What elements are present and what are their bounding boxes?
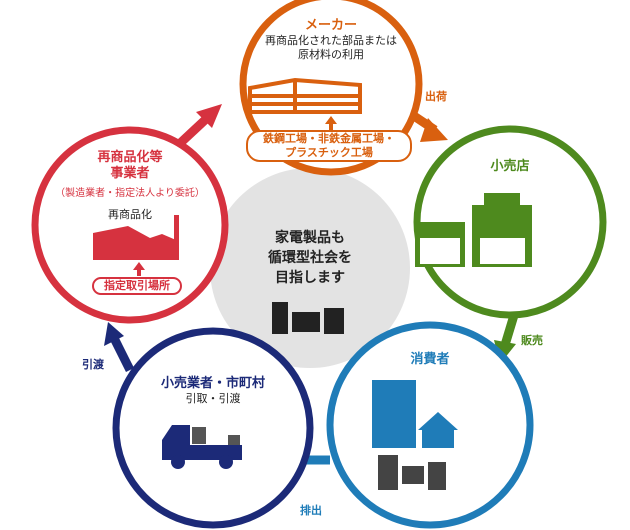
shop-title: 小売店 (490, 159, 530, 174)
recycler-note: （製造業者・指定法人より委託） (55, 188, 205, 199)
collector-desc: 引取・引渡 (185, 392, 241, 405)
collector-circle (112, 327, 314, 529)
center-line: 家電製品も (275, 230, 345, 246)
center-circle (210, 168, 410, 368)
maker-source-line: 鉄鋼工場・非鉄金属工場・ (263, 132, 395, 145)
arrow-supply-head (196, 104, 222, 128)
arrow-handover (110, 337, 135, 373)
collector-title: 小売業者・市町村 (160, 376, 265, 391)
recycler-title: 再商品化等 事業者 (80, 150, 180, 182)
label-discard: 排出 (300, 504, 322, 517)
center-message: 家電製品も 循環型社会を 目指します (250, 228, 370, 288)
recycler-circle (31, 126, 229, 324)
center-line: 目指します (275, 270, 345, 286)
recycler-source: 指定取引場所 (92, 277, 182, 295)
recycler-title-line: 事業者 (110, 166, 150, 181)
recycler-desc: 再商品化 (108, 208, 152, 221)
maker-source-line: プラスチック工場 (285, 146, 373, 159)
recycling-factory-icon (93, 215, 179, 260)
store-icon (415, 193, 532, 267)
maker-desc: 再商品化された部品または (265, 34, 397, 47)
maker-title: メーカー (304, 18, 357, 33)
home-appliances-icon (272, 302, 344, 334)
maker-source: 鉄鋼工場・非鉄金属工場・ プラスチック工場 (246, 130, 412, 162)
recycler-title-line: 再商品化等 (97, 150, 163, 165)
factory-building-icon (248, 77, 362, 114)
arrow-up-icon (325, 116, 337, 130)
center-line: 循環型社会を (268, 250, 352, 266)
appliances-icon (378, 455, 446, 490)
label-handover: 引渡 (82, 358, 104, 371)
arrow-ship-head (420, 118, 448, 142)
consumer-title: 消費者 (410, 352, 450, 367)
arrow-handover-head (104, 322, 124, 346)
building-house-icon (372, 380, 458, 448)
label-ship: 出荷 (425, 90, 447, 103)
arrow-up-icon (133, 262, 145, 276)
truck-icon (162, 425, 242, 469)
maker-desc: 原材料の利用 (298, 48, 364, 61)
label-sell: 販売 (521, 334, 543, 347)
